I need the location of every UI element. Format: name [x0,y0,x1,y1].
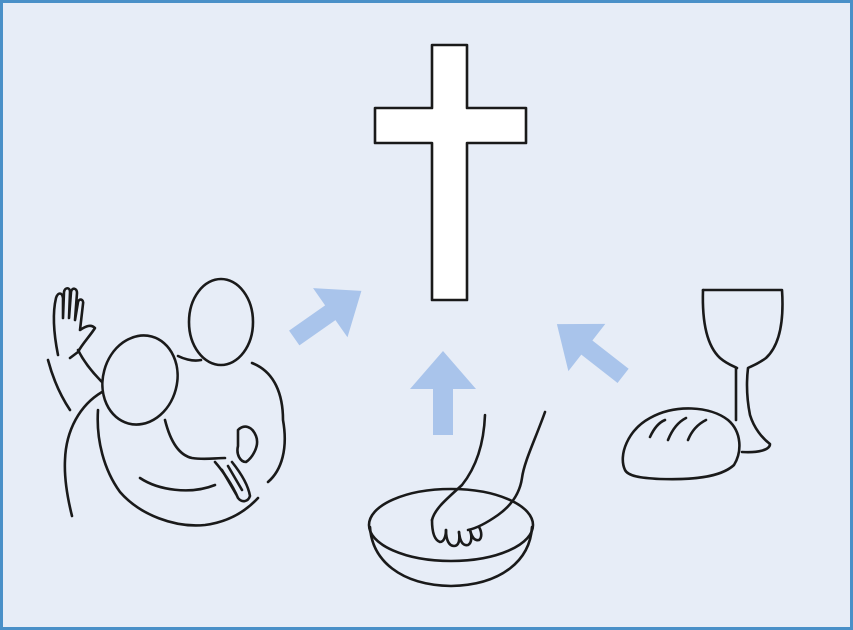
illustration-canvas [3,3,850,627]
background-panel [3,3,850,627]
